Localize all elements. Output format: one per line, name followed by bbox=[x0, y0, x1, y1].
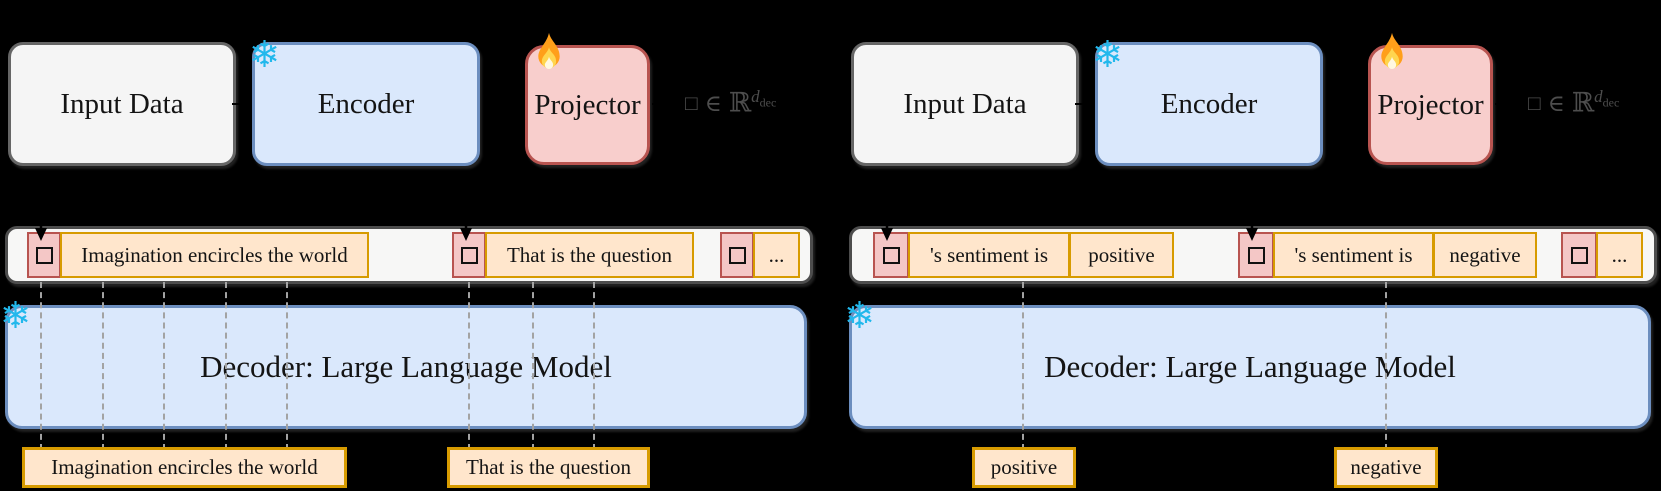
token-dash-line bbox=[468, 282, 470, 450]
ellipsis-token: ... bbox=[1596, 232, 1643, 278]
arrow-into-query-1 bbox=[881, 206, 893, 241]
query-embedding-square bbox=[1247, 246, 1265, 264]
query-embedding-square bbox=[1570, 246, 1588, 264]
embedding-square-symbol: □ bbox=[1528, 91, 1541, 116]
prompt-token: 's sentiment is bbox=[1273, 232, 1434, 278]
right-input-data-box: Input Data bbox=[851, 42, 1079, 166]
query-token bbox=[1561, 232, 1597, 278]
arrow-projector-to-embedding bbox=[1495, 98, 1523, 110]
right-input-data-label: Input Data bbox=[903, 87, 1027, 120]
arrow-input-to-encoder bbox=[1075, 98, 1099, 110]
dim-symbol: d bbox=[751, 87, 760, 106]
output-label: negative bbox=[1334, 447, 1438, 488]
right-encoder-label: Encoder bbox=[1160, 87, 1258, 120]
ellipsis-token: ... bbox=[753, 232, 800, 278]
left-embedding-formula: □∈ℝddec bbox=[685, 87, 776, 118]
token-dash-line bbox=[286, 282, 288, 450]
snowflake-icon: ❄ bbox=[1092, 33, 1124, 76]
text-token: Imagination encircles the world bbox=[60, 232, 369, 278]
snowflake-icon: ❄ bbox=[0, 294, 32, 337]
answer-token: negative bbox=[1433, 232, 1537, 278]
token-dash-line bbox=[593, 282, 595, 450]
query-embedding-square bbox=[35, 246, 53, 264]
token-dash-line bbox=[40, 282, 42, 450]
arrow-encoder-to-projector bbox=[1328, 98, 1370, 110]
token-dash-line bbox=[1022, 282, 1024, 450]
arrow-into-query-2 bbox=[460, 206, 472, 241]
arrow-encoder-to-projector bbox=[485, 98, 527, 110]
right-decoder-label: Decoder: Large Language Model bbox=[1044, 349, 1456, 384]
left-input-data-label: Input Data bbox=[60, 87, 184, 120]
arrow-input-to-encoder bbox=[232, 98, 256, 110]
right-projector-box: Projector bbox=[1368, 32, 1493, 165]
right-encoder-box: ❄ Encoder bbox=[1092, 36, 1323, 166]
token-dash-line bbox=[163, 282, 165, 450]
output-label: positive bbox=[972, 447, 1076, 488]
output-label: Imagination encircles the world bbox=[22, 447, 347, 488]
token-dash-line bbox=[225, 282, 227, 450]
query-token bbox=[452, 232, 486, 278]
left-decoder-box: ❄ Decoder: Large Language Model bbox=[0, 297, 807, 429]
query-token bbox=[720, 232, 754, 278]
arrow-into-query-2 bbox=[1246, 206, 1258, 241]
query-embedding-square bbox=[728, 246, 746, 264]
left-projector-box: Projector bbox=[525, 32, 650, 165]
arrow-into-query-1 bbox=[35, 206, 47, 241]
element-of-symbol: ∈ bbox=[1547, 91, 1565, 117]
snowflake-icon: ❄ bbox=[844, 294, 876, 337]
embedding-square-symbol: □ bbox=[685, 91, 698, 116]
left-encoder-box: ❄ Encoder bbox=[249, 36, 480, 166]
fire-icon bbox=[1381, 32, 1403, 70]
output-label: That is the question bbox=[447, 447, 650, 488]
prompt-token: 's sentiment is bbox=[908, 232, 1070, 278]
text-token: That is the question bbox=[485, 232, 694, 278]
dim-symbol: d bbox=[1594, 87, 1603, 106]
left-encoder-label: Encoder bbox=[317, 87, 415, 120]
token-dash-line bbox=[102, 282, 104, 450]
left-decoder-label: Decoder: Large Language Model bbox=[200, 349, 612, 384]
query-embedding-square bbox=[460, 246, 478, 264]
token-dash-line bbox=[1385, 282, 1387, 450]
snowflake-icon: ❄ bbox=[249, 33, 281, 76]
right-decoder-box: ❄ Decoder: Large Language Model bbox=[844, 297, 1651, 429]
fire-icon bbox=[538, 32, 560, 70]
dim-subscript: dec bbox=[1602, 95, 1620, 110]
left-token-bar: Imagination encircles the world That is … bbox=[5, 226, 813, 284]
token-dash-line bbox=[532, 282, 534, 450]
arrow-projector-to-embedding bbox=[652, 98, 680, 110]
left-input-data-box: Input Data bbox=[8, 42, 236, 166]
query-token bbox=[873, 232, 909, 278]
element-of-symbol: ∈ bbox=[704, 91, 722, 117]
left-projector-label: Projector bbox=[534, 88, 641, 121]
dim-subscript: dec bbox=[759, 95, 777, 110]
answer-token: positive bbox=[1069, 232, 1174, 278]
query-embedding-square bbox=[882, 246, 900, 264]
right-projector-label: Projector bbox=[1377, 88, 1484, 121]
right-embedding-formula: □∈ℝddec bbox=[1528, 87, 1619, 118]
reals-symbol: ℝ bbox=[728, 87, 752, 118]
reals-symbol: ℝ bbox=[1571, 87, 1595, 118]
